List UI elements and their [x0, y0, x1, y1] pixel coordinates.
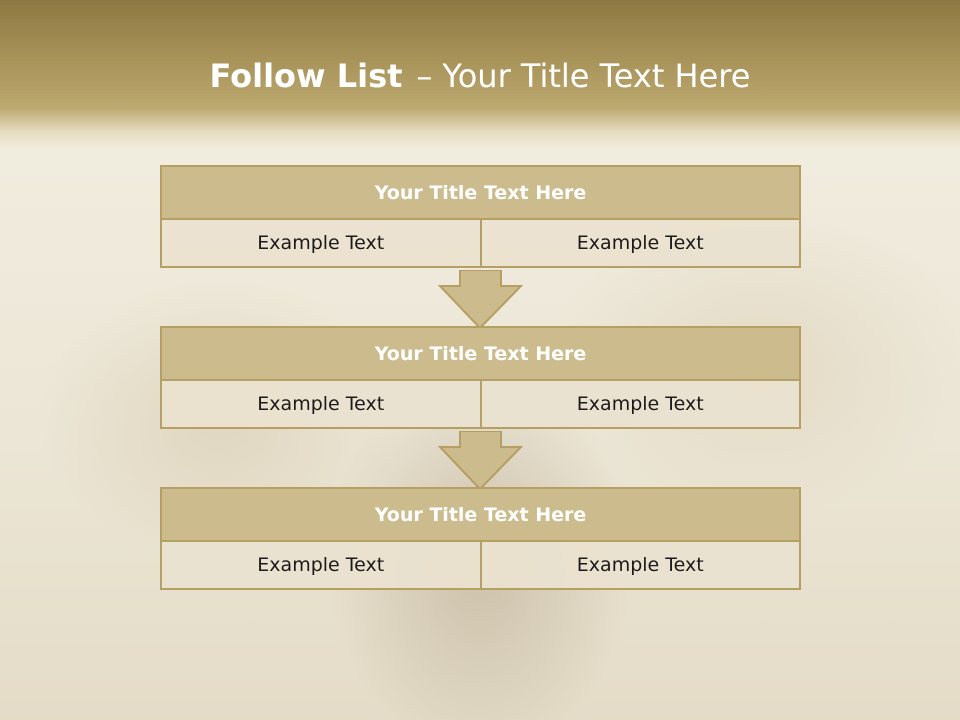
step-cell-right: Example Text: [479, 379, 801, 429]
step-cell-left: Example Text: [160, 540, 482, 590]
step-block-2: Your Title Text Here Example Text Exampl…: [160, 326, 801, 429]
step-row: Example Text Example Text: [160, 218, 801, 268]
slide-title-bold: Follow List: [209, 57, 403, 95]
down-arrow-icon: [438, 270, 523, 330]
step-cell-left: Example Text: [160, 379, 482, 429]
title-bar: [0, 0, 960, 150]
step-block-3: Your Title Text Here Example Text Exampl…: [160, 487, 801, 590]
step-row: Example Text Example Text: [160, 379, 801, 429]
step-title: Your Title Text Here: [160, 487, 801, 542]
down-arrow-icon: [438, 431, 523, 491]
step-title: Your Title Text Here: [160, 326, 801, 381]
step-block-1: Your Title Text Here Example Text Exampl…: [160, 165, 801, 268]
step-title: Your Title Text Here: [160, 165, 801, 220]
step-cell-left: Example Text: [160, 218, 482, 268]
slide-title-separator: –: [416, 57, 433, 95]
step-cell-right: Example Text: [479, 540, 801, 590]
slide-title-rest: Your Title Text Here: [442, 57, 751, 95]
slide-title: Follow List–Your Title Text Here: [0, 54, 960, 98]
step-cell-right: Example Text: [479, 218, 801, 268]
step-row: Example Text Example Text: [160, 540, 801, 590]
